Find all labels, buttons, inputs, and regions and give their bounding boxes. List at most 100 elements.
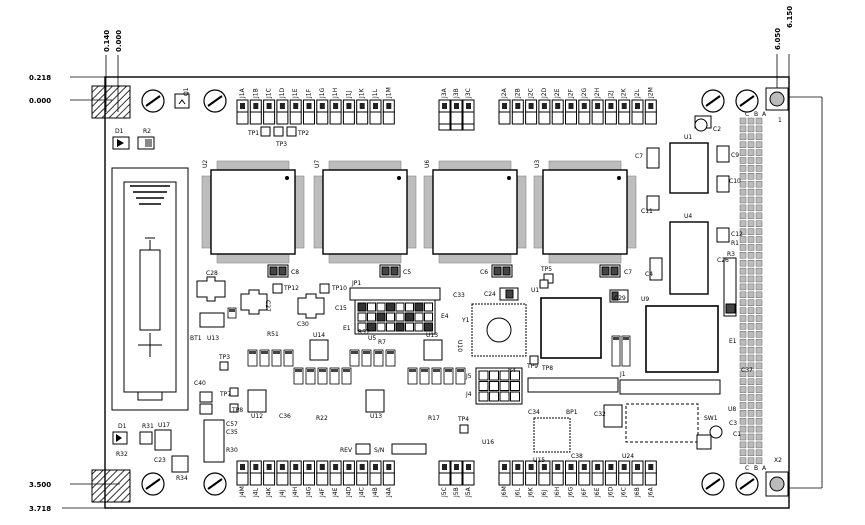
ref-u24: U24 xyxy=(622,453,634,460)
hdr-bot-j6c: J6C xyxy=(618,460,631,498)
hdr-top-j1a: J1A xyxy=(236,87,249,125)
hdr-top-j1b: J1B xyxy=(249,88,262,125)
hdr-top-label-j1e: J1E xyxy=(292,88,299,99)
ref-c33: C33 xyxy=(453,292,465,299)
hdr-top-label-j1d: J1D xyxy=(279,87,286,99)
hdr-bot-label-j6m: J6M xyxy=(501,486,508,498)
ref-tp9: TP9 xyxy=(526,363,538,370)
hdr-top-label-j1b: J1B xyxy=(252,88,259,99)
rev-label: REV xyxy=(340,447,353,454)
hdr-bot-j4d: J4D xyxy=(342,460,355,498)
ref-c23: C23 xyxy=(154,457,166,464)
hdr-top-j2l: J2L xyxy=(631,88,644,125)
hdr-bot-j6b: J6B xyxy=(631,460,644,498)
hdr-top-j1h: J1H xyxy=(329,88,342,125)
hdr-bot-j4h: J4H xyxy=(289,460,302,498)
ref-c57: C57 xyxy=(226,421,238,428)
ref-r17: R17 xyxy=(428,415,440,422)
ref-r51: R51 xyxy=(267,331,279,338)
hdr-top-label-j2f: J2F xyxy=(568,88,575,99)
hdr-top-label-j1j: J1J xyxy=(345,90,352,99)
dim-top-0000: 0.000 xyxy=(115,30,123,52)
hdr-bot-j4g: J4G xyxy=(303,460,315,498)
ref-q1: Q1 xyxy=(183,87,190,96)
hdr-bot-label-j6d: J6D xyxy=(607,486,614,498)
ref-c30: C30 xyxy=(297,321,309,328)
hdr-bot-j4f: J4F xyxy=(316,460,329,498)
ref-bt1: BT1 xyxy=(190,335,202,342)
hdr-top-j1m: J1M xyxy=(382,87,395,125)
dim-top-0140: 0.140 xyxy=(103,30,111,52)
hdr-bot-label-j4d: J4D xyxy=(345,486,352,498)
hdr-top-label-j2b: J2B xyxy=(514,88,521,99)
hdr-bot-j6g: J6G xyxy=(565,460,577,498)
screw-holes xyxy=(141,89,759,496)
ref-u13: U13 xyxy=(207,335,219,342)
hdr-top-label-j2m: J2M xyxy=(647,87,654,99)
hdr-bot-label-j4b: J4B xyxy=(372,487,379,498)
hdr-bot-label-j4j: J4J xyxy=(279,489,286,498)
hdr-top-label-j1f: J1F xyxy=(306,88,313,99)
hdr-top-j3a: J3A xyxy=(438,87,451,125)
ref-tp3: TP3 xyxy=(275,141,287,148)
ref-e1: E1 xyxy=(343,325,351,332)
sn-label: S/N xyxy=(374,447,384,454)
hdr-top-label-j2c: J2C xyxy=(528,88,535,99)
ref-c24: C24 xyxy=(484,291,496,298)
hdr-top-j2j: J2J xyxy=(604,90,617,125)
hdr-bot-j4b: J4B xyxy=(369,460,382,498)
ref-c38: C38 xyxy=(571,453,583,460)
ref-c26: C26 xyxy=(717,257,729,264)
hdr-bot-label-j6k: J6K xyxy=(528,486,535,498)
ref-u14: U14 xyxy=(313,332,325,339)
test-points-top: TP1 TP2 TP3 xyxy=(247,126,309,148)
dimension-labels: 0.218 0.000 3.500 3.718 0.140 0.000 6.05… xyxy=(29,6,794,513)
ref-c35: C35 xyxy=(226,429,238,436)
hdr-bot-label-j6h: J6H xyxy=(554,487,561,498)
ref-u5: U5 xyxy=(368,335,376,342)
hdr-top-j2b: J2B xyxy=(511,88,524,125)
hdr-top-j2c: J2C xyxy=(525,88,538,125)
qfp-label-u7: U7 xyxy=(314,160,321,168)
hdr-top-j1f: J1F xyxy=(303,88,315,125)
ref-c7: C7 xyxy=(624,269,632,276)
ref-c7-right: C7 xyxy=(635,153,643,160)
hdr-top-j2d: J2D xyxy=(538,87,551,125)
qfp-u7: U7 xyxy=(313,160,417,264)
hdr-top-j1e: J1E xyxy=(289,88,302,125)
ref-j1: J1 xyxy=(619,371,626,378)
qfp-u6: U6 xyxy=(423,160,527,264)
hdr-top-label-j2h: J2H xyxy=(594,88,601,99)
ref-c12: C12 xyxy=(731,231,743,238)
ref-u4: U4 xyxy=(684,213,692,220)
ref-r3: R3 xyxy=(727,251,735,258)
hdr-bot-j5b: J5B xyxy=(450,460,463,498)
hdr-bot-j6f: J6F xyxy=(578,460,591,498)
hdr-top-label-j1h: J1H xyxy=(332,88,339,99)
hdr-bot-label-j6e: J6E xyxy=(594,487,601,498)
ref-r2: R2 xyxy=(143,128,151,135)
dim-right-6150: 6.150 xyxy=(786,6,794,28)
hdr-top-j1c: J1C xyxy=(263,88,276,125)
hdr-top-label-j1c: J1C xyxy=(266,88,273,99)
hdr-bot-label-j4c: J4C xyxy=(359,487,366,498)
ref-tp1: TP1 xyxy=(247,130,259,137)
ref-tp7: TP7 xyxy=(219,391,231,398)
mid-components: C28 C27 C30 TP12 TP10 TP5 JP1 C33 E1 E4 … xyxy=(196,266,719,373)
ref-u15: U15 xyxy=(533,457,545,464)
hdr-bot-label-j4m: J4M xyxy=(239,486,246,498)
ref-c5: C5 xyxy=(403,269,411,276)
edge-connector-right xyxy=(739,117,763,464)
ref-c40: C40 xyxy=(194,380,206,387)
ref-c15: C15 xyxy=(335,305,347,312)
hdr-bot-label-j6b: J6B xyxy=(634,487,641,498)
ref-e4: E4 xyxy=(441,313,449,320)
hdr-top-j1d: J1D xyxy=(276,87,289,125)
hdr-top-label-j1l: J1L xyxy=(372,88,379,99)
ref-c32: C32 xyxy=(594,411,606,418)
dim-left-0000: 0.000 xyxy=(29,97,51,105)
ref-r34: R34 xyxy=(176,475,188,482)
